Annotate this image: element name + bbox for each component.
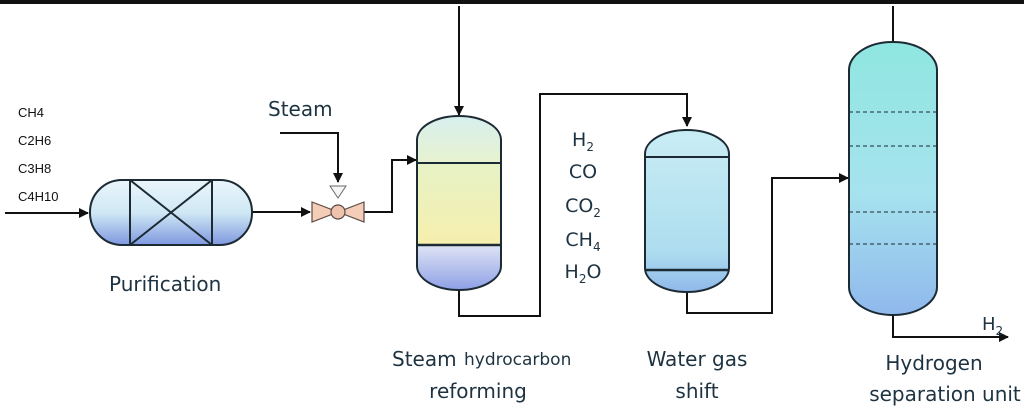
water-gas-shift-vessel — [644, 129, 730, 293]
syngas-composition-list: H2 CO CO2 CH4 H2O — [565, 129, 602, 286]
steam-reformer-vessel — [416, 115, 502, 291]
wgs-label-line2: shift — [675, 379, 718, 403]
steam-input-label: Steam — [268, 97, 333, 121]
steam-inlet-arrow — [280, 132, 343, 183]
reformer-label-reforming: reforming — [429, 379, 527, 403]
syngas-species-3: CH4 — [565, 229, 600, 254]
hydrogen-product-arrow — [892, 312, 1009, 342]
separator-label-line1: Hydrogen — [885, 351, 982, 375]
reformer-label-hydrocarbon: hydrocarbon — [464, 350, 571, 370]
purification-vessel — [89, 179, 253, 246]
wgs-label-line1: Water gas — [647, 347, 748, 371]
purification-label: Purification — [109, 272, 221, 296]
reformer-label-steam: Steam — [392, 347, 457, 371]
reformer-to-wgs-arrow — [458, 93, 692, 317]
valve-to-reformer-arrow — [360, 155, 417, 213]
syngas-species-4: H2O — [565, 261, 602, 286]
feed-component-1: C2H6 — [18, 133, 51, 148]
feed-component-0: CH4 — [18, 105, 44, 120]
syngas-species-1: CO — [569, 161, 597, 183]
feed-component-3: C4H10 — [18, 189, 58, 204]
pipes — [5, 6, 1009, 342]
separator-label-line2: separation unit — [869, 382, 1021, 406]
syngas-species-2: CO2 — [565, 195, 601, 220]
syngas-species-0: H2 — [572, 129, 594, 154]
top-border — [0, 0, 1024, 4]
steam-mixing-valve-icon — [311, 185, 365, 223]
feed-component-2: C3H8 — [18, 161, 51, 176]
wgs-to-separator-arrow — [686, 173, 849, 314]
hydrogen-product-label: H2 — [982, 314, 1003, 338]
hydrogen-separation-column — [848, 41, 938, 316]
